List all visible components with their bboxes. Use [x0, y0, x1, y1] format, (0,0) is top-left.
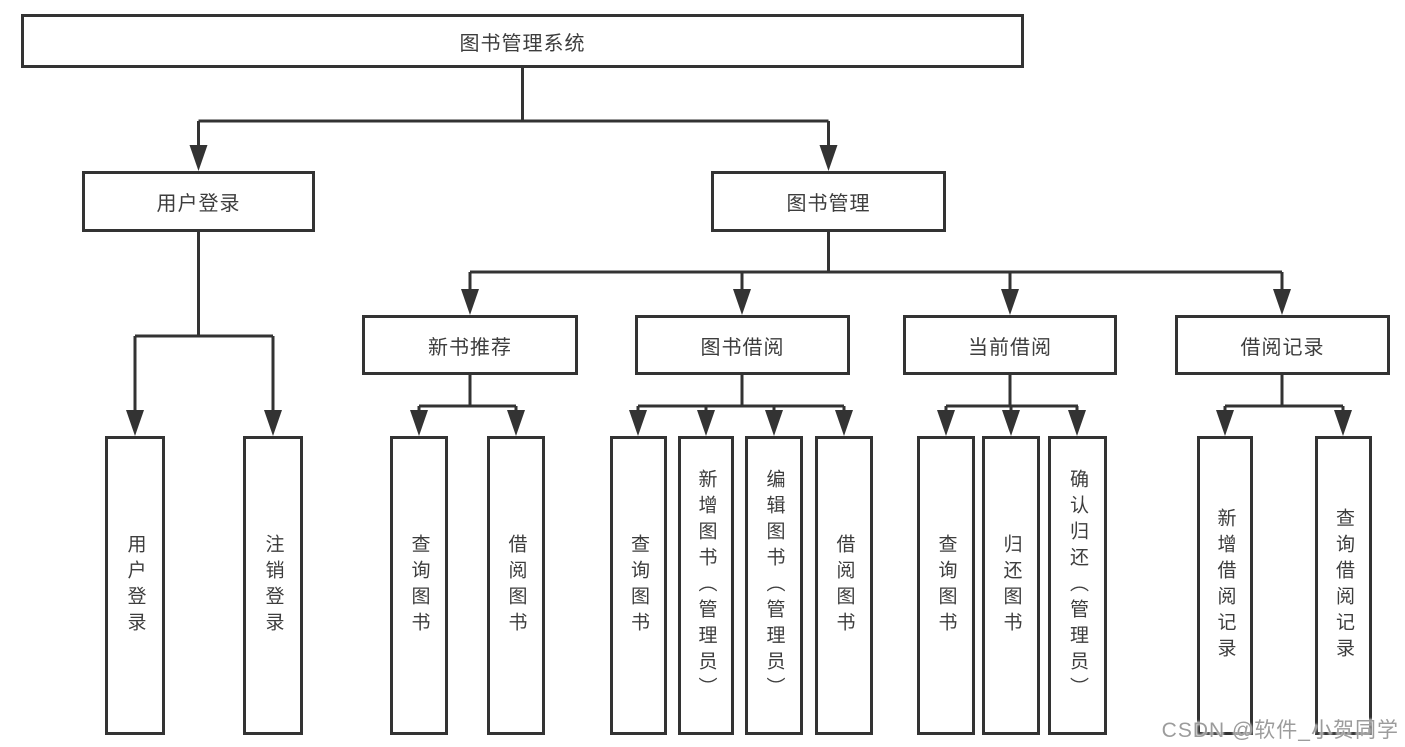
leaf-user-login-label: 用户登录 [124, 533, 146, 638]
leaf-edit-books-admin-label: 编辑图书（管理员） [763, 468, 785, 703]
leaf-logout: 注销登录 [243, 436, 303, 735]
leaf-query-borrow-record-label: 查询借阅记录 [1333, 507, 1354, 664]
node-borrowing-records-label: 借阅记录 [1240, 336, 1325, 359]
node-new-book-recommend: 新书推荐 [362, 315, 578, 375]
node-current-borrowing-label: 当前借阅 [968, 336, 1052, 359]
leaf-query-books-recommend-label: 查询图书 [408, 533, 430, 638]
node-new-book-recommend-label: 新书推荐 [428, 336, 512, 359]
node-book-borrowing: 图书借阅 [635, 315, 850, 375]
node-root-label: 图书管理系统 [459, 32, 586, 55]
leaf-confirm-return-admin-label: 确认归还（管理员） [1067, 468, 1088, 703]
node-user-login: 用户登录 [82, 171, 315, 232]
leaf-add-borrow-record-label: 新增借阅记录 [1214, 507, 1236, 664]
leaf-query-books-borrowing: 查询图书 [610, 436, 667, 735]
arrowheads [126, 145, 1352, 436]
node-book-management: 图书管理 [711, 171, 946, 232]
node-book-borrowing-label: 图书借阅 [700, 336, 785, 359]
leaf-edit-books-admin: 编辑图书（管理员） [745, 436, 803, 735]
node-user-login-label: 用户登录 [156, 193, 241, 215]
leaf-borrow-books-borrowing-label: 借阅图书 [833, 533, 855, 638]
leaf-query-books-current: 查询图书 [917, 436, 975, 735]
node-book-management-label: 图书管理 [786, 193, 871, 215]
leaf-borrow-books-recommend: 借阅图书 [487, 436, 545, 735]
leaf-borrow-books-borrowing: 借阅图书 [815, 436, 873, 735]
leaf-logout-label: 注销登录 [262, 533, 284, 638]
leaf-user-login: 用户登录 [105, 436, 165, 735]
leaf-add-books-admin-label: 新增图书（管理员） [695, 468, 717, 703]
leaf-borrow-books-recommend-label: 借阅图书 [505, 533, 527, 638]
leaf-query-books-current-label: 查询图书 [935, 533, 957, 638]
leaf-return-books-label: 归还图书 [1000, 533, 1022, 638]
node-borrowing-records: 借阅记录 [1175, 315, 1390, 375]
tree-edges [133, 68, 1345, 412]
leaf-query-books-borrowing-label: 查询图书 [628, 533, 649, 638]
node-root-system: 图书管理系统 [21, 14, 1024, 68]
leaf-add-borrow-record: 新增借阅记录 [1197, 436, 1253, 735]
leaf-return-books: 归还图书 [982, 436, 1040, 735]
node-current-borrowing: 当前借阅 [903, 315, 1117, 375]
leaf-query-borrow-record: 查询借阅记录 [1315, 436, 1372, 735]
leaf-add-books-admin: 新增图书（管理员） [678, 436, 734, 735]
leaf-confirm-return-admin: 确认归还（管理员） [1048, 436, 1107, 735]
csdn-watermark: CSDN @软件_小贺同学 [1161, 719, 1399, 742]
leaf-query-books-recommend: 查询图书 [390, 436, 448, 735]
